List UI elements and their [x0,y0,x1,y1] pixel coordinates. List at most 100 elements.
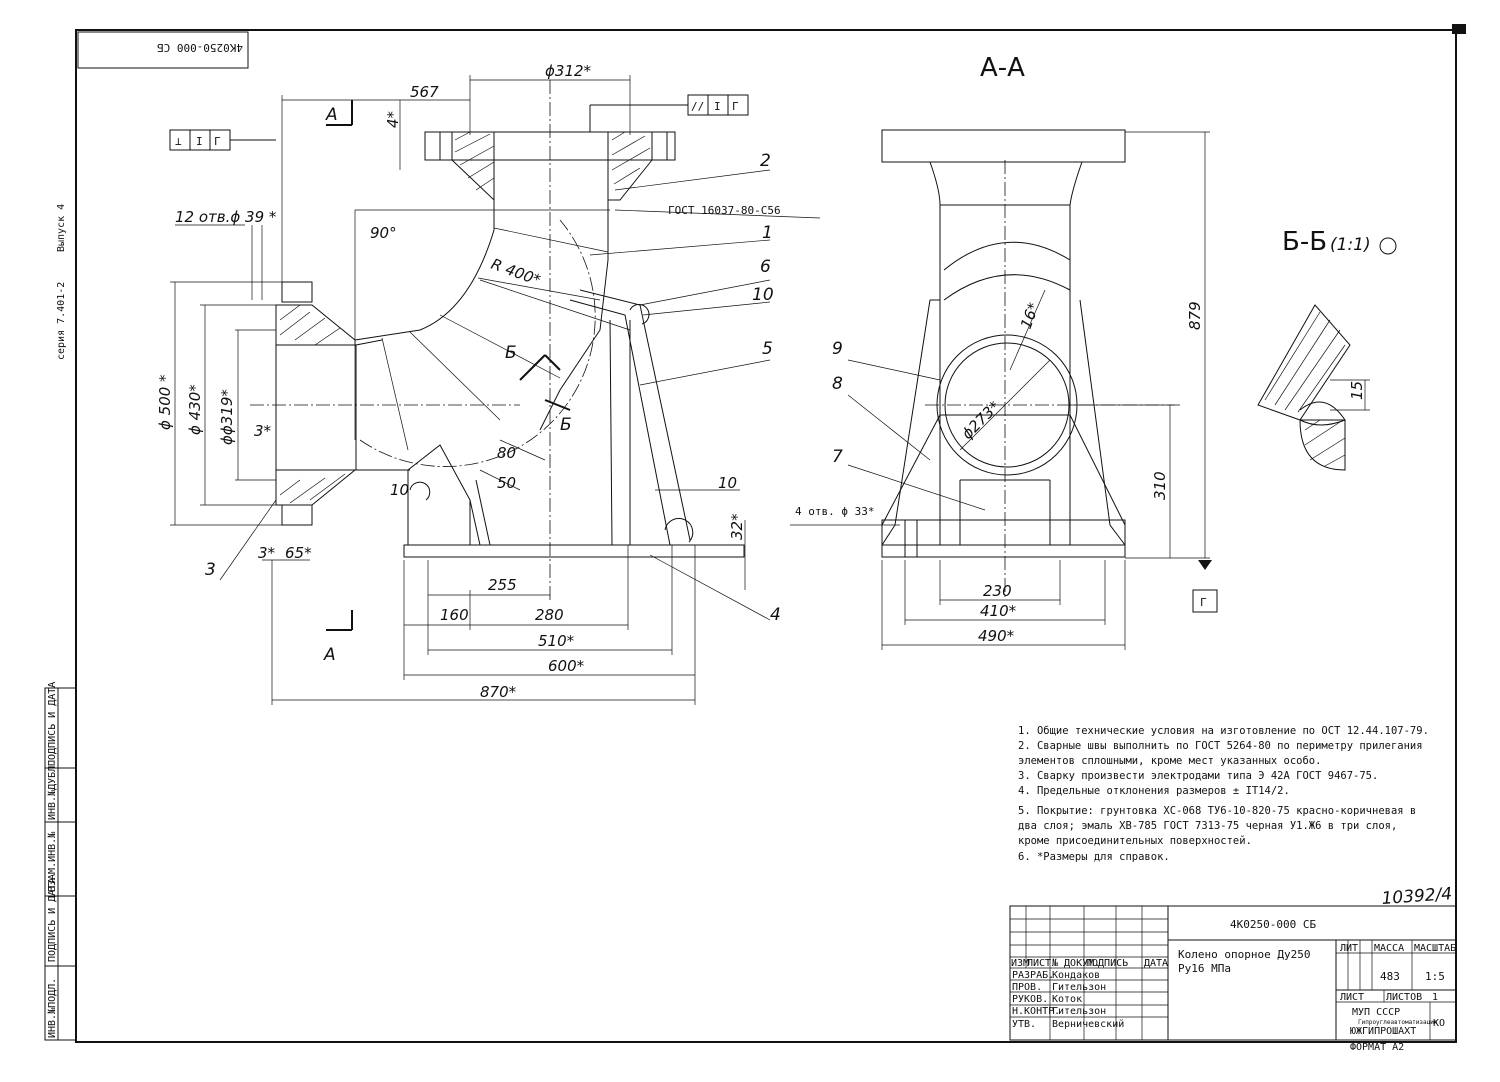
dim-410: 410* [980,602,1017,620]
svg-text:⊥: ⊥ [175,135,182,148]
svg-text:Г: Г [214,135,221,148]
svg-text:МАССА: МАССА [1374,943,1404,954]
section-aa-title: А-А [980,53,1025,83]
svg-text:ЛИТ: ЛИТ [1340,943,1358,954]
svg-text:ПОДПИСЬ И ДАТА: ПОДПИСЬ И ДАТА [47,878,58,962]
svg-text:Кондаков: Кондаков [1052,970,1100,981]
svg-text:6. *Размеры для справок.: 6. *Размеры для справок. [1018,851,1170,863]
dim-567: 567 [410,83,439,101]
top-right-mark [1452,24,1466,34]
svg-text:ПОДПИСЬ И ДАТА: ПОДПИСЬ И ДАТА [47,682,58,766]
svg-text:1. Общие технические условия н: 1. Общие технические условия на изготовл… [1018,725,1429,737]
section-bb-view [1257,304,1370,471]
top-code-box [77,31,249,69]
dim-310: 310 [1151,471,1169,500]
cut-a-top: А [325,105,338,125]
dim-d500: ϕ 500 * [156,374,174,430]
svg-text:2. Сварные швы выполнить по ГО: 2. Сварные швы выполнить по ГОСТ 5264-80… [1018,740,1423,752]
title-name-2: Ру16 МПа [1178,962,1231,975]
mass-value: 483 [1380,970,1400,983]
scale-value: 1:5 [1425,970,1445,983]
gost-label: ГОСТ 16037-80-С56 [668,204,781,217]
svg-text:Г: Г [732,100,739,113]
svg-text:I: I [714,100,721,113]
dim-r400: R 400* [489,255,544,290]
callout-10a: 10 [752,285,774,305]
svg-text:РАЗРАБ.: РАЗРАБ. [1012,970,1054,981]
callout-6: 6 [760,257,771,277]
side-series: серия 7.401-2 [56,282,67,360]
svg-text:ПОДПИСЬ: ПОДПИСЬ [1086,958,1128,969]
svg-text:3. Сварку произвести электрода: 3. Сварку произвести электродами типа Э … [1018,770,1378,782]
callout-7: 7 [832,447,843,467]
svg-text:МАСШТАБ: МАСШТАБ [1414,943,1456,954]
title-code: 4К0250-000 СБ [1230,918,1316,931]
handwritten-number: 10392/4 [1381,884,1453,909]
svg-text:МУП СССР: МУП СССР [1352,1007,1400,1018]
svg-text:Гипроуглеавтоматизация: Гипроуглеавтоматизация [1358,1019,1437,1026]
dim-50: 50 [497,474,516,492]
dim-3b: 3* [258,544,276,562]
svg-text:ИНВ.№ДУБЛ.: ИНВ.№ДУБЛ. [47,760,58,820]
dim-4: 4* [384,110,402,128]
dim-230: 230 [983,582,1012,600]
section-aa-view [790,129,1218,650]
dim-510: 510* [538,632,575,650]
svg-text:1: 1 [1432,992,1438,1003]
dim-d430: ϕ 430* [186,384,204,435]
svg-text:ИЗМ: ИЗМ [1011,958,1029,969]
dim-3a: 3* [254,422,272,440]
svg-text:Коток: Коток [1052,994,1082,1005]
svg-text:I: I [196,135,203,148]
dim-90: 90° [370,224,397,242]
dim-10a: 10 [390,481,409,499]
dim-65: 65* [285,544,312,562]
svg-text://: // [691,100,704,113]
svg-text:Верничевский: Верничевский [1052,1018,1124,1030]
dim-10b: 10 [718,474,737,492]
dim-80: 80 [497,444,516,462]
dim-160: 160 [440,606,469,624]
callout-4: 4 [770,605,781,625]
section-bb-title: Б-Б [1282,227,1327,257]
format-label: ФОРМАТ А2 [1350,1042,1404,1053]
svg-text:РУКОВ.: РУКОВ. [1012,994,1048,1005]
dim-600: 600* [548,657,585,675]
datum-frame-left: ⊥ I Г [169,129,276,151]
dim-12holes: 12 отв.ϕ 39 * [175,208,277,226]
circle-mark-icon [1379,237,1397,255]
svg-text:№ ДОКУМ.: № ДОКУМ. [1052,958,1100,969]
svg-text:элементов сплошными, кроме мес: элементов сплошными, кроме мест указанны… [1018,755,1321,767]
section-bb-scale: (1:1) [1330,235,1371,255]
svg-text:ЛИСТОВ: ЛИСТОВ [1386,992,1422,1003]
svg-text:ПРОВ.: ПРОВ. [1012,982,1042,993]
svg-text:ДАТА: ДАТА [1144,958,1168,969]
callout-1: 1 [762,223,773,243]
callout-3: 3 [205,560,216,580]
svg-text:Гительзон: Гительзон [1052,1006,1106,1017]
left-stamp-strip: ИНВ.№ПОДЛ. ПОДПИСЬ И ДАТА ВЗАМ.ИНВ.№ ИНВ… [44,682,77,1041]
svg-text:Гительзон: Гительзон [1052,982,1106,993]
side-issue: Выпуск 4 [56,204,67,252]
svg-text:УТВ.: УТВ. [1012,1019,1036,1030]
dim-d319: ϕϕ319* [218,389,236,445]
dim-32: 32* [728,513,746,540]
cut-b-2: Б [560,415,572,435]
svg-text:ЮЖГИПРОШАХТ: ЮЖГИПРОШАХТ [1350,1026,1416,1037]
dim-280: 280 [535,606,564,624]
callout-8: 8 [832,374,843,394]
dim-490: 490* [978,627,1015,645]
svg-text:КО: КО [1433,1018,1445,1029]
main-view: А А Б Б [170,75,821,705]
svg-text:ИНВ.№ПОДЛ.: ИНВ.№ПОДЛ. [47,978,58,1038]
datum-g: Г [1200,596,1207,609]
svg-text:4. Предельные отклонения разме: 4. Предельные отклонения размеров ± IT14… [1018,785,1290,797]
dim-d312: ϕ312* [545,62,592,80]
svg-text:5. Покрытие: грунтовка ХС-068: 5. Покрытие: грунтовка ХС-068 ТУ6-10-820… [1018,805,1416,817]
dim-4holes: 4 отв. ϕ 33* [795,505,874,518]
callout-9: 9 [832,339,843,359]
callout-2: 2 [760,151,771,171]
title-name-1: Колено опорное Ду250 [1178,948,1310,961]
cut-b-1: Б [505,343,517,363]
